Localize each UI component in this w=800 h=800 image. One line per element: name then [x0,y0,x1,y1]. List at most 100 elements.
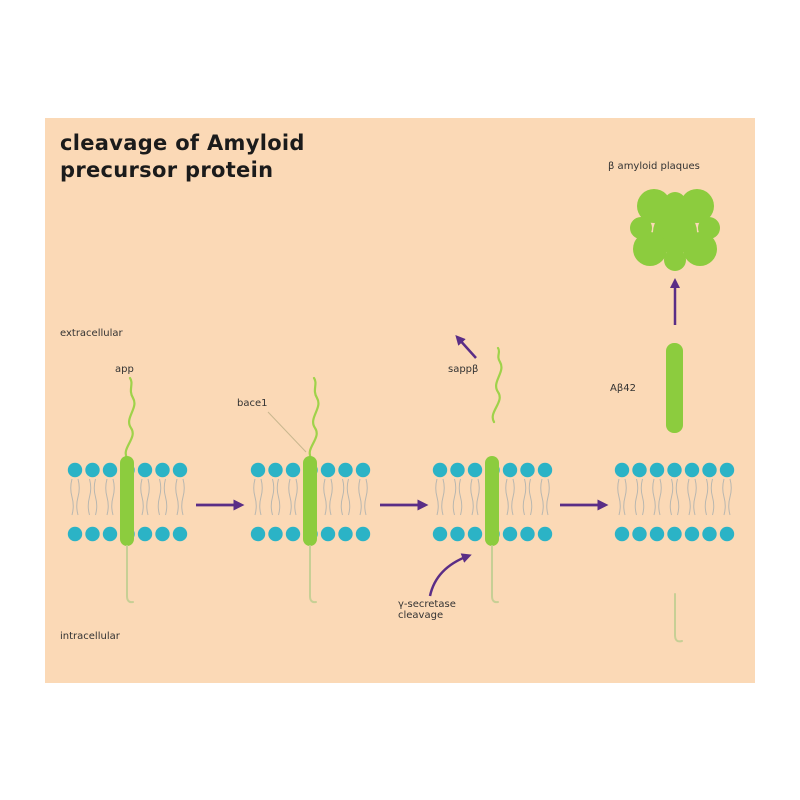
lipid-tails [540,478,550,516]
lipid-tails [253,478,263,516]
lipid-tails [323,478,333,516]
lipid-head-inner [155,526,170,542]
lipid-head-outer [614,462,630,478]
lipid-head-inner [285,526,301,542]
app-intracellular-tail-2 [309,545,317,604]
lipid-tails [157,478,168,516]
lipid-head-inner [667,526,682,542]
lipid-head-outer [632,462,647,478]
lipid-tails [687,478,697,516]
lipid-tails [452,478,463,516]
intracellular-label: intracellular [60,631,120,642]
lipid-head-inner [320,526,336,542]
lipid-head-inner [172,526,188,542]
lipid-head-inner [268,526,283,542]
gamma-secretase-label-line-1: γ-secretase [398,599,456,610]
app-transmembrane-domain [120,456,134,546]
lipid-tails [358,478,368,516]
bace1-label: bace1 [237,398,268,409]
lipid-head-outer [702,462,717,478]
lipid-head-outer [172,462,188,478]
lipid-bilayer-4 [614,462,735,542]
lipid-head-outer [467,462,483,478]
lipid-head-outer [250,462,266,478]
c99-fragment [485,456,499,546]
c99-intracellular-tail [491,545,499,604]
lipid-head-inner [85,526,100,542]
amyloid-plaque-shape [630,189,720,271]
lipid-head-inner [537,526,553,542]
lipid-head-outer [102,462,118,478]
lipid-head-outer [537,462,553,478]
lipid-head-outer [320,462,336,478]
lipid-head-inner [649,526,665,542]
lipid-head-outer [502,462,518,478]
lipid-tails [505,478,515,516]
lipid-head-inner [684,526,700,542]
lipid-tails [470,478,480,516]
lipid-head-inner [702,526,717,542]
plaques-label: β amyloid plaques [608,161,700,172]
lipid-head-inner [719,526,735,542]
lipid-tails [669,478,680,516]
ab42-peptide [666,343,683,433]
title-line-2: precursor protein [60,158,274,182]
lipid-tails [288,478,298,516]
lipid-tails [722,478,732,516]
lipid-tails [652,478,662,516]
extracellular-label: extracellular [60,328,123,339]
app-extracellular-tail-2 [308,376,320,460]
app-extracellular-tail [124,376,136,460]
lipid-tails [340,478,351,516]
lipid-head-inner [632,526,647,542]
membranes [67,462,735,542]
diagram-background [45,118,755,683]
lipid-tails [270,478,281,516]
lipid-head-outer [85,462,100,478]
gamma-secretase-arrow [428,553,472,597]
lipid-head-inner [67,526,83,542]
lipid-head-inner [137,526,153,542]
app-label: app [115,364,134,375]
lipid-head-inner [520,526,535,542]
lipid-head-inner [355,526,371,542]
ab42-label: Aβ42 [610,383,636,394]
sappb-label: sappβ [448,364,479,375]
app-intracellular-tail [126,545,134,604]
lipid-head-outer [520,462,535,478]
lipid-head-inner [102,526,118,542]
lipid-head-outer [355,462,371,478]
lipid-head-outer [667,462,682,478]
app-protein [120,376,136,604]
lipid-tails [522,478,533,516]
lipid-head-outer [432,462,448,478]
lipid-head-inner [467,526,483,542]
lipid-head-outer [719,462,735,478]
lipid-head-inner [432,526,448,542]
sappb-release-arrow [455,335,477,359]
lipid-bilayer-2 [250,462,371,542]
lipid-head-inner [614,526,630,542]
lipid-tails [435,478,445,516]
title-line-1: cleavage of Amyloid [60,131,305,155]
lipid-tails [634,478,645,516]
lipid-tails [70,478,80,516]
lipid-tails [105,478,115,516]
lipid-tails [704,478,715,516]
lipid-head-outer [649,462,665,478]
lipid-head-outer [67,462,83,478]
sappb-stage [428,335,503,604]
abeta-stage [630,189,720,643]
app-transmembrane-domain-2 [303,456,317,546]
lipid-head-outer [155,462,170,478]
lipid-bilayer-3 [432,462,553,542]
aicd-fragment [674,593,683,643]
lipid-head-inner [338,526,353,542]
lipid-tails [140,478,150,516]
lipid-head-outer [268,462,283,478]
lipid-tails [617,478,627,516]
lipid-head-outer [338,462,353,478]
sappb-fragment [491,346,503,424]
lipid-head-inner [502,526,518,542]
